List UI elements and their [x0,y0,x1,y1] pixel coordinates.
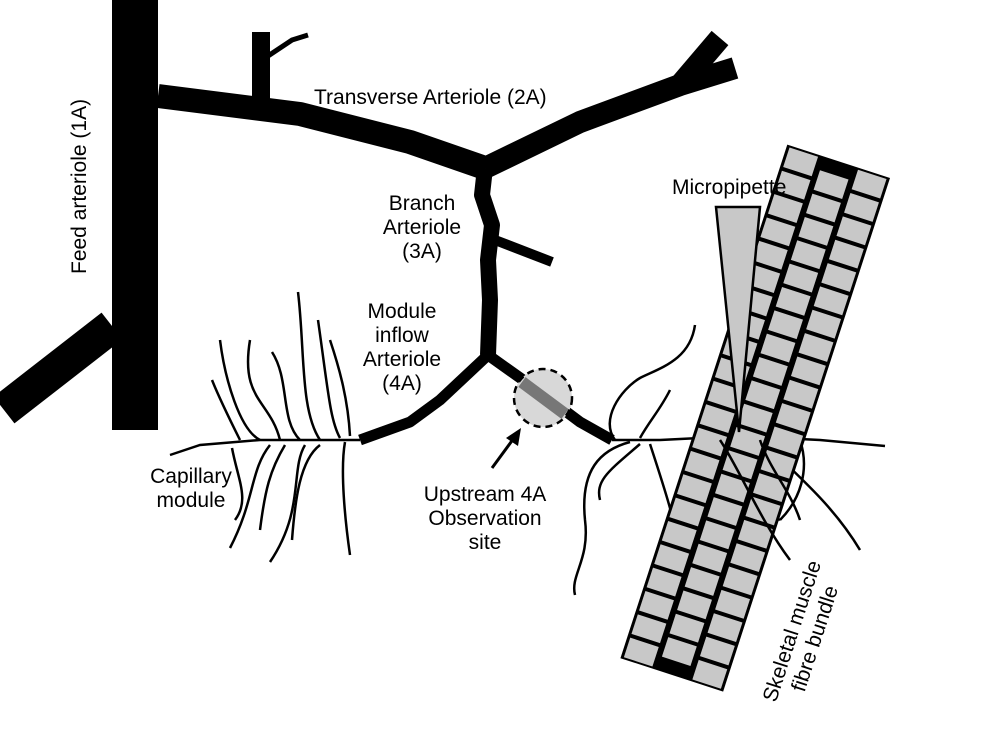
module-inflow-label-line2: inflow [375,324,429,347]
branch-arteriole-label-line2: Arteriole [382,216,462,239]
muscle-fibre-cell [760,217,796,247]
capillary-module-label-line2: module [156,489,226,512]
muscle-fibre-cell [676,474,712,504]
muscle-fibre-cell [768,310,803,340]
muscle-fibre-cell [828,239,864,269]
muscle-fibre-cell [646,567,682,597]
capillary-module-label-line1: Capillary [150,465,232,488]
muscle-fibre-cell [730,543,766,573]
muscle-fibre-cell [669,613,705,643]
module-inflow-arteriole-vessel [358,350,492,446]
branch-arteriole-vessel [474,167,500,356]
muscle-fibre-cell [654,544,690,574]
module-inflow-label-line1: Module [367,300,437,323]
feed-arteriole-label: Feed arteriole (1A) [68,98,91,274]
transverse-arteriole-fork-vessel [671,30,729,93]
capillary-module-label: Capillary module [136,465,246,513]
micropipette-shape [714,205,762,433]
muscle-fibre-cell [684,567,720,596]
muscle-fibre-cell [806,309,842,339]
transverse-arteriole-vessel [156,84,489,180]
muscle-fibre-cell [775,286,811,316]
muscle-fibre-cell [692,659,728,689]
feed-arteriole-branch-vessel [0,312,123,424]
muscle-fibre-cell [684,450,720,480]
muscle-fibre-cell [737,403,773,433]
muscle-fibre-cell [798,216,834,246]
branch-arteriole-label-line3: (3A) [402,240,442,263]
muscle-fibre-cell [813,170,849,200]
muscle-fibre-cell [677,590,712,620]
module-inflow-label: Module inflow Arteriole (4A) [352,300,452,396]
muscle-fibre-cell [692,543,728,573]
muscle-fibre-cell [699,636,735,666]
side-branch-vessel [252,32,270,104]
skeletal-muscle-fibre-bundle [620,144,890,692]
bundle-capillaries [718,439,802,561]
muscle-fibre-cell [851,169,887,199]
muscle-fibre-cell [752,240,788,270]
muscle-fibre-cell [768,426,804,456]
muscle-fibre-cell [790,356,826,386]
observation-site [512,367,574,429]
muscle-fibre-cell [699,404,735,434]
muscle-fibre-cell [844,193,879,222]
muscle-fibre-cell [775,403,811,432]
feed-arteriole-vessel [112,0,158,430]
muscle-fibre-cell [821,263,857,292]
branch-arteriole-label-line1: Branch [388,192,456,215]
muscle-fibre-cell [661,637,697,666]
muscle-fibre-cell [745,380,781,410]
observation-arrow [490,428,521,469]
muscle-fibre-cell [760,333,796,363]
muscle-fibre-cell [783,379,819,409]
muscle-fibre-cell [715,473,750,503]
micropipette-label: Micropipette [672,176,787,199]
branch-arteriole-label: Branch Arteriole (3A) [372,192,472,264]
upstream-observation-label-line2: Observation [428,507,542,530]
muscle-fibre-cell [661,520,697,550]
muscle-fibre-cell [737,519,773,549]
transverse-arteriole-label: Transverse Arteriole (2A) [314,86,547,109]
module-inflow-label-line3: Arteriole [362,348,442,371]
muscle-fibre-cell [806,193,841,223]
muscle-fibre-cell [699,520,735,550]
left-capillary-module [169,291,360,563]
muscle-fibre-cell [669,497,705,527]
muscle-fibre-cell [730,427,766,456]
muscle-fibre-cell [760,449,796,479]
muscle-fibre-cell [639,590,674,620]
muscle-fibre-cell [790,240,826,270]
muscle-fibre-cell [715,589,750,619]
transverse-arteriole-right-vessel [480,57,739,178]
muscle-fibre-cell [692,427,728,457]
muscle-fibre-cell [798,333,834,362]
muscle-fibre-cell [813,286,849,316]
muscle-fibre-cell [775,170,811,200]
branch-arteriole-stub-vessel [493,235,554,267]
muscle-fibre-cell [623,637,659,667]
upstream-observation-label: Upstream 4A Observation site [410,483,560,555]
muscle-fibre-cell [783,263,819,293]
upstream-observation-label-line1: Upstream 4A [423,483,547,506]
muscle-fibre-cell [722,566,758,596]
muscle-fibre-cell [631,614,667,644]
upstream-observation-label-line3: site [468,531,502,554]
muscle-fibre-cell [707,613,743,643]
muscle-fibre-cell [836,216,872,246]
muscle-fibre-cell [707,497,743,526]
muscle-fibre-cell [752,357,788,386]
module-inflow-label-line4: (4A) [382,372,422,395]
side-branch-tip-vessel [263,32,309,61]
muscle-fibre-cell [783,147,819,177]
muscle-fibre-cell [768,194,803,223]
